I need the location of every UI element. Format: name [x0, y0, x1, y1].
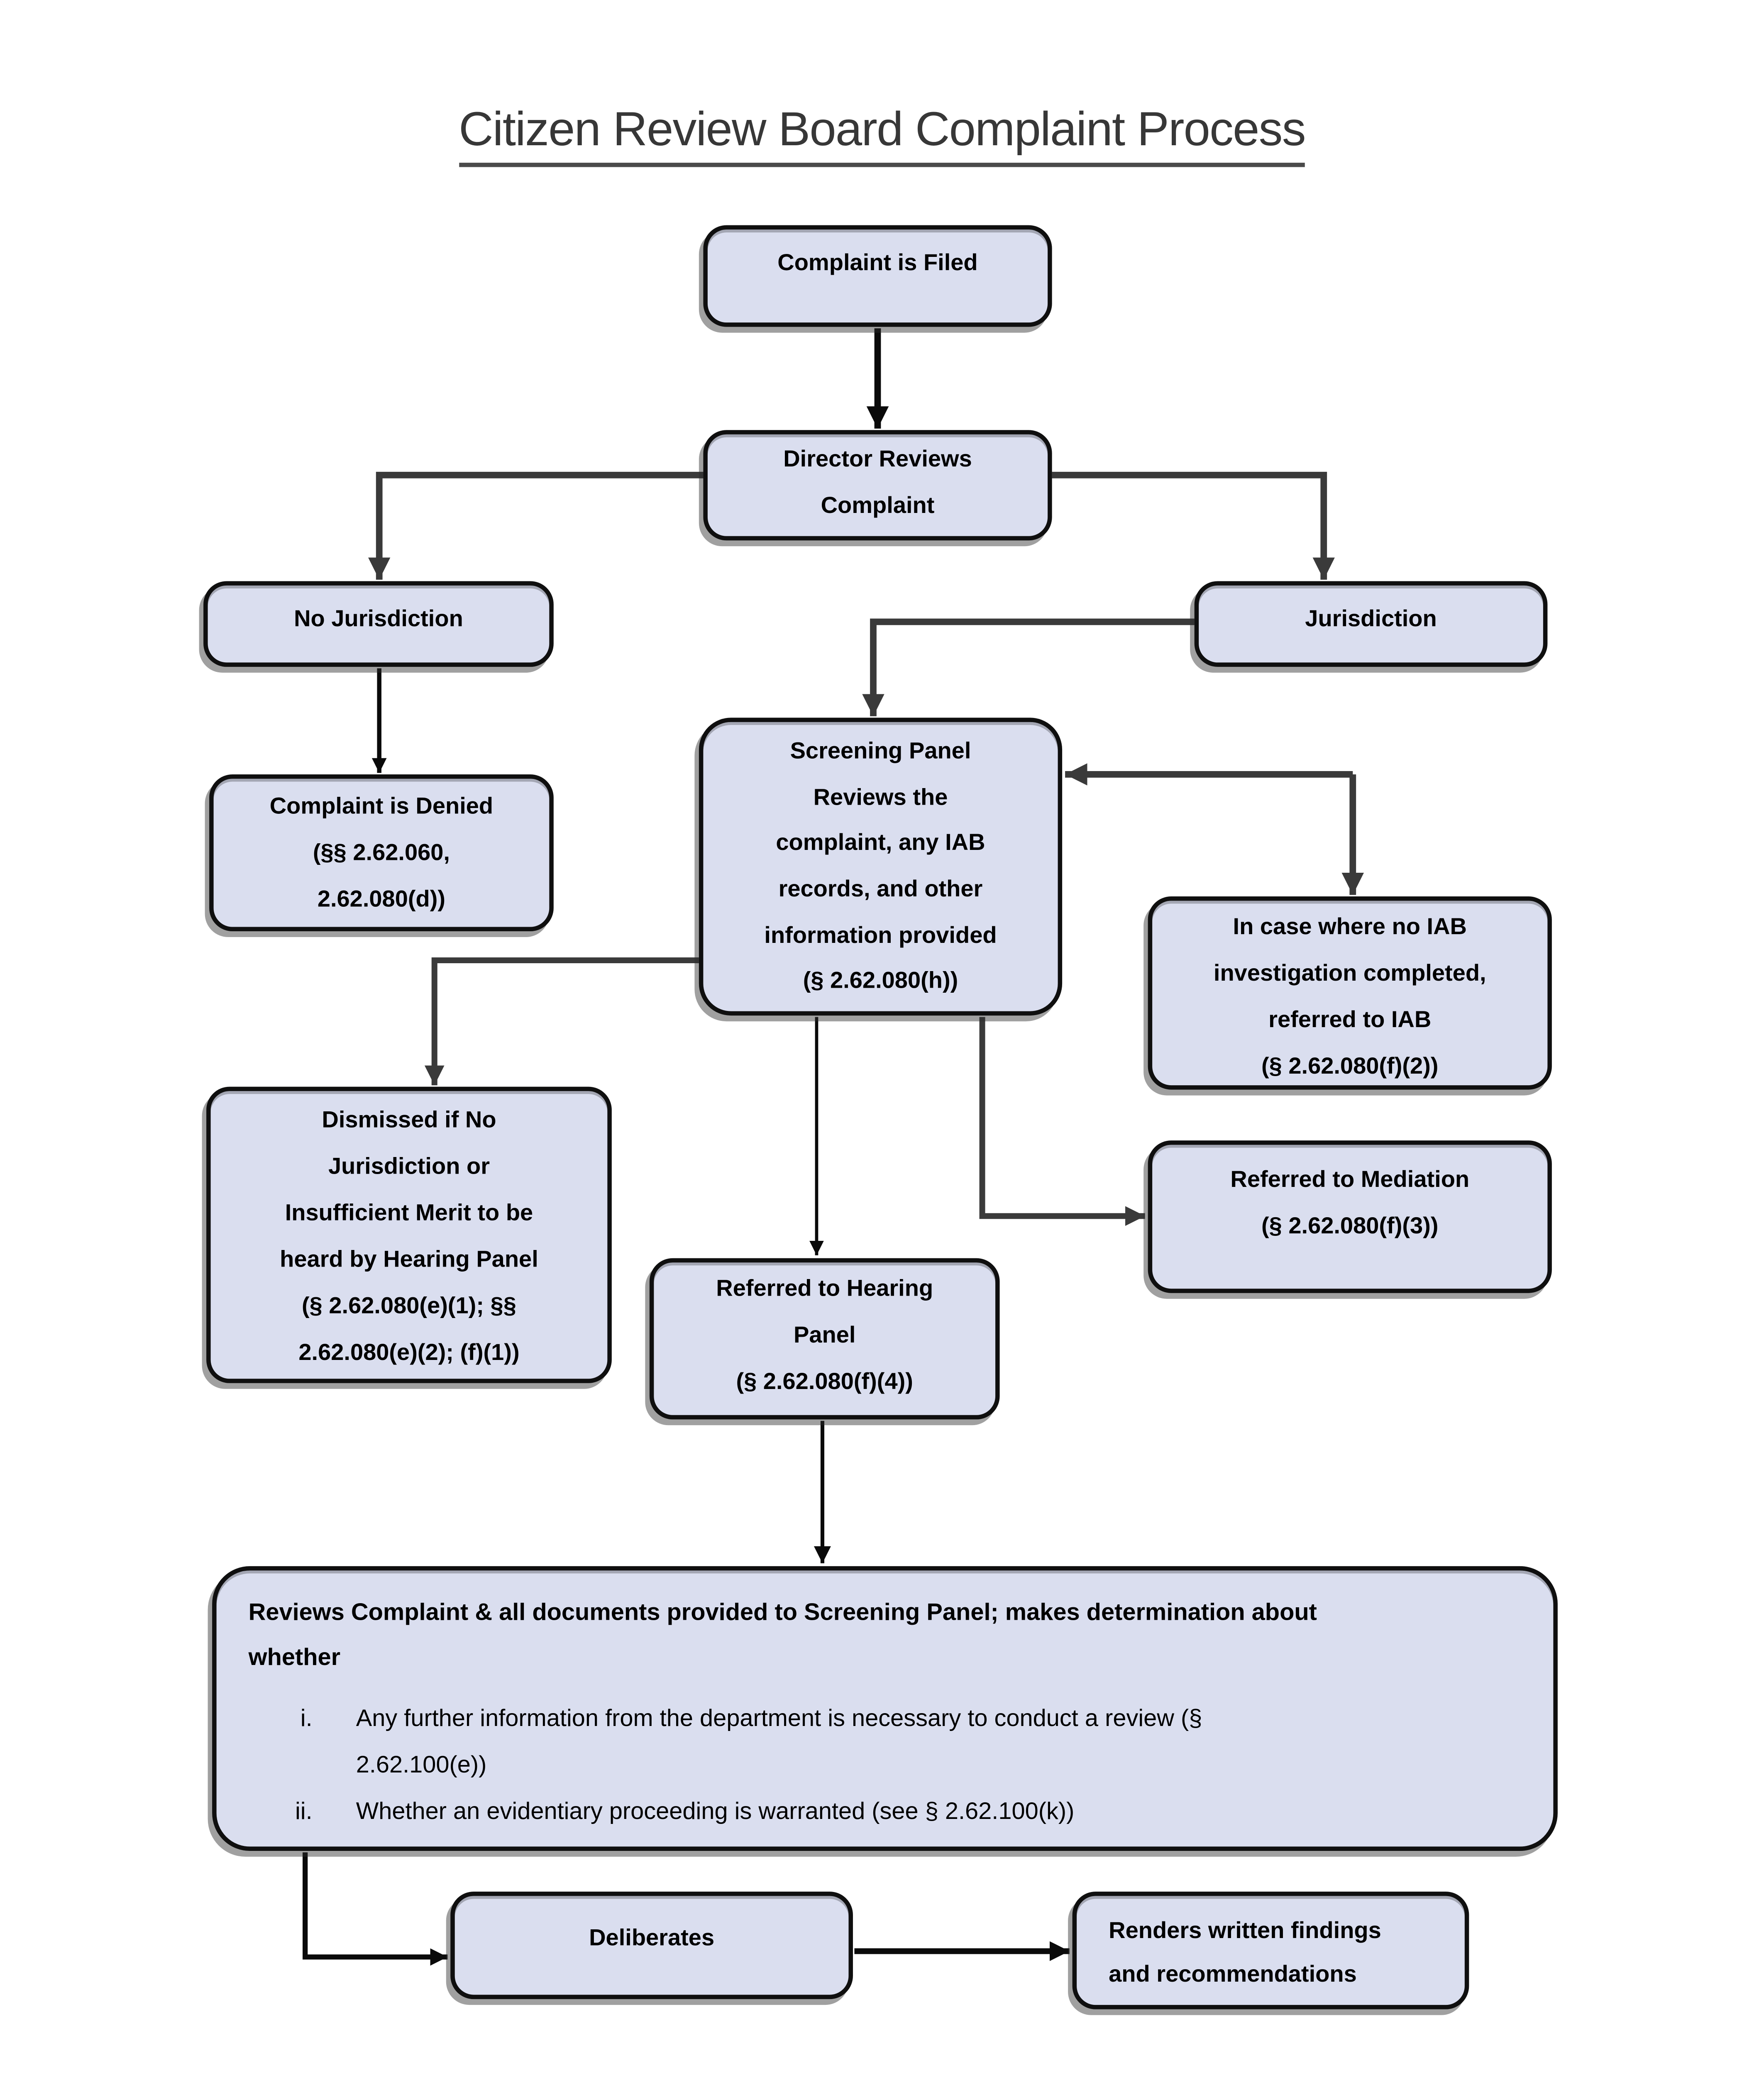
list-number: i. — [300, 1705, 313, 1731]
node-screening-panel-review: Screening Panel Reviews the complaint, a… — [699, 718, 1063, 1016]
node-renders-findings: Renders written findings and recommendat… — [1072, 1892, 1469, 2009]
node-jurisdiction: Jurisdiction — [1194, 581, 1548, 667]
review-list-item: i. Any further information from the depa… — [249, 1695, 1510, 1788]
node-complaint-filed: Complaint is Filed — [703, 225, 1052, 327]
node-referred-to-mediation: Referred to Mediation (§ 2.62.080(f)(3)) — [1148, 1140, 1552, 1293]
connector-review-to-deliberates — [303, 1852, 448, 1966]
page-title: Citizen Review Board Complaint Process — [0, 102, 1764, 167]
connector-director-to-jurisdiction — [1052, 471, 1335, 580]
page-title-text: Citizen Review Board Complaint Process — [459, 102, 1306, 167]
node-referred-to-hearing-panel: Referred to Hearing Panel (§ 2.62.080(f)… — [649, 1258, 1000, 1420]
node-director-reviews-complaint: Director Reviews Complaint — [703, 430, 1052, 541]
list-number: ii. — [295, 1799, 313, 1825]
node-no-jurisdiction: No Jurisdiction — [203, 581, 554, 667]
connector-screening-to-dismissed — [424, 957, 699, 1086]
review-list-item: ii. Whether an evidentiary proceeding is… — [249, 1789, 1510, 1836]
connector-jurisdiction-to-screening — [862, 618, 1195, 716]
list-item-text: Whether an evidentiary proceeding is war… — [356, 1799, 1075, 1825]
connector-screening-to-mediation — [979, 1017, 1145, 1226]
node-review-determination: Reviews Complaint & all documents provid… — [212, 1566, 1558, 1851]
node-dismissed: Dismissed if No Jurisdiction or Insuffic… — [206, 1086, 612, 1383]
node-no-iab-referral: In case where no IAB investigation compl… — [1148, 896, 1552, 1090]
connector-director-to-no-jurisdiction — [368, 471, 704, 580]
node-complaint-denied: Complaint is Denied (§§ 2.62.060, 2.62.0… — [209, 774, 554, 932]
review-intro-text: Reviews Complaint & all documents provid… — [248, 1599, 1317, 1672]
list-item-text: Any further information from the departm… — [356, 1705, 1202, 1778]
node-deliberates: Deliberates — [450, 1892, 853, 1999]
